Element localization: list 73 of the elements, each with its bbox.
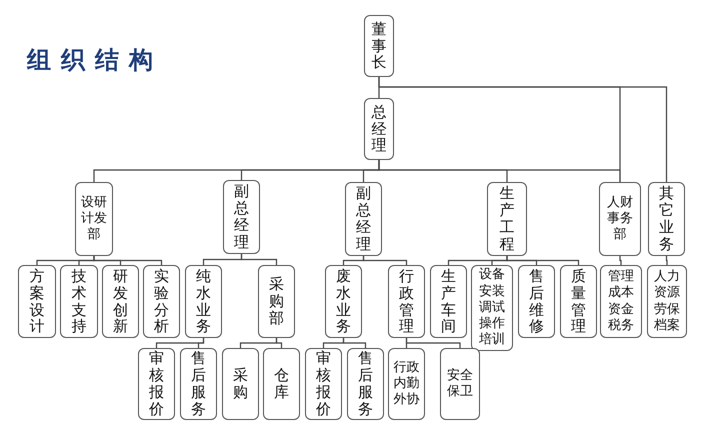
box-label: 生产车间	[441, 268, 456, 336]
connector-line	[276, 338, 282, 348]
connector-line	[198, 338, 204, 348]
box-label: 人力资源劳保档案	[654, 269, 680, 334]
org-box	[388, 348, 425, 420]
org-box	[143, 265, 180, 338]
box-label: 总经理	[372, 104, 386, 154]
connector-line	[406, 338, 461, 348]
org-box	[102, 265, 139, 338]
box-label: 副总经理	[234, 183, 249, 251]
box-label: 其它业务	[659, 185, 674, 253]
box-label: 董事长	[372, 20, 386, 72]
connector-line	[362, 256, 408, 265]
org-box	[258, 265, 295, 338]
org-box	[60, 265, 98, 338]
org-box	[487, 182, 527, 256]
box-label: 采购部	[269, 276, 284, 327]
box-label: 售后维修	[529, 268, 544, 336]
org-box	[222, 348, 259, 420]
box-label: 纯水业务	[196, 268, 211, 336]
org-box	[223, 180, 260, 254]
box-label: 售后服务	[191, 350, 206, 418]
connector-line	[93, 256, 162, 265]
box-label: 技术支持	[72, 268, 86, 336]
box-label: 人财事务部	[607, 194, 633, 244]
box-label: 副总经理	[356, 185, 371, 253]
org-box	[471, 265, 513, 351]
connector-line	[666, 256, 668, 265]
org-box	[305, 348, 342, 420]
org-box	[364, 15, 394, 77]
org-box	[440, 348, 480, 420]
org-box	[180, 348, 217, 420]
org-box	[647, 265, 687, 338]
org-box	[388, 265, 425, 338]
box-label: 废水业务	[336, 268, 351, 336]
org-box	[599, 182, 641, 256]
org-box	[325, 265, 362, 338]
connector-line	[378, 77, 668, 182]
box-label: 安全保卫	[447, 368, 473, 400]
box-label: 设研计发部	[81, 194, 107, 244]
box-label: 审核报价	[316, 350, 331, 418]
box-label: 研发创新	[113, 268, 128, 336]
org-box	[518, 265, 555, 338]
connector-line	[619, 256, 622, 265]
box-label: 行政管理	[399, 268, 414, 336]
box-label: 审核报价	[149, 350, 164, 418]
org-box	[364, 98, 394, 160]
org-box	[263, 348, 300, 420]
org-box	[430, 265, 467, 338]
box-label: 方案设计	[30, 268, 44, 336]
box-label: 质量管理	[571, 268, 586, 336]
box-label: 生产工程	[500, 185, 514, 253]
org-box	[345, 182, 382, 256]
box-label: 管理成本资金税务	[608, 269, 634, 334]
connector-line	[378, 160, 621, 182]
connector-line	[342, 338, 366, 348]
org-box	[138, 348, 175, 420]
box-label: 采购	[233, 367, 248, 401]
org-box	[347, 348, 384, 420]
box-label: 行政内勤外协	[394, 360, 420, 408]
connector-line	[240, 254, 278, 265]
org-box	[560, 265, 597, 338]
box-label: 设备安装调试操作培训	[479, 267, 505, 349]
org-box	[18, 265, 56, 338]
org-box	[600, 265, 642, 338]
connector-line	[506, 256, 580, 265]
org-box	[75, 182, 113, 256]
box-label: 实验分析	[154, 268, 169, 336]
box-label: 售后服务	[358, 350, 373, 418]
box-label: 仓库	[274, 367, 289, 401]
org-box	[648, 182, 685, 256]
chart-title: 组织结构	[27, 45, 163, 76]
org-box	[185, 265, 222, 338]
